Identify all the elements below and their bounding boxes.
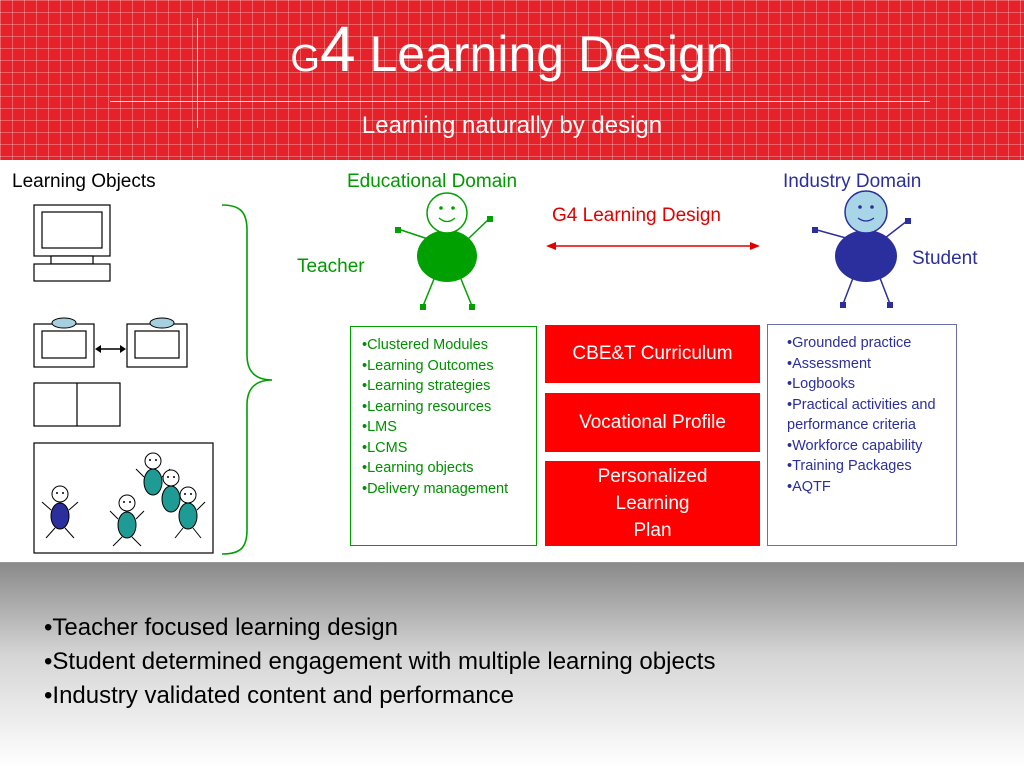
industry-domain-box: •Grounded practice •Assessment •Logbooks •P… [767, 324, 957, 546]
title-banner: G4 Learning Design Learning naturally by… [0, 0, 1024, 160]
cbet-curriculum-box: CBE&T Curriculum [545, 325, 760, 383]
g4-learning-design-label: G4 Learning Design [552, 205, 721, 226]
list-item: •Clustered Modules [362, 337, 488, 353]
summary-bullet: •Teacher focused learning design [44, 614, 398, 641]
list-item: •AQTF [787, 478, 831, 495]
banner-vertical-rule [197, 18, 198, 128]
title-4: 4 [319, 13, 356, 85]
educational-domain-label: Educational Domain [347, 171, 518, 192]
student-label: Student [912, 248, 978, 269]
list-item: •Assessment [787, 355, 872, 372]
educational-domain-list: •Clustered Modules •Learning Outcomes •Lea… [362, 335, 532, 499]
banner-horizontal-rule [110, 101, 930, 102]
learning-objects-label: Learning Objects [12, 171, 156, 192]
list-item: •Delivery management [362, 480, 509, 497]
summary-panel [0, 563, 1024, 768]
list-item: •Learning Outcomes [362, 357, 494, 374]
industry-domain-label: Industry Domain [783, 171, 922, 192]
summary-bullet: •Student determined engagement with mult… [44, 648, 716, 675]
list-item: •Workforce capability [787, 437, 923, 454]
page-subtitle: Learning naturally by design [361, 112, 663, 139]
list-item: •Learning strategies [362, 378, 491, 394]
personalized-learning-plan-box: Personalized Learning Plan [545, 461, 760, 546]
list-item: •LMS [362, 419, 397, 435]
educational-domain-box: •Clustered Modules •Learning Outcomes •Lea… [350, 326, 537, 546]
list-item: •Training Packages [787, 458, 912, 474]
industry-domain-list: •Grounded practice •Assessment •Logbooks •P… [787, 333, 952, 497]
list-item: •Practical activities and performance cr… [787, 396, 936, 434]
list-item: •Grounded practice [787, 335, 912, 351]
list-item: •Learning objects [362, 460, 474, 476]
list-item: •Learning resources [362, 398, 492, 415]
page-title: G4 Learning Design [0, 17, 1024, 90]
list-item: •Logbooks [787, 376, 855, 392]
title-rest: Learning Design [355, 26, 734, 82]
title-g: G [290, 38, 320, 80]
summary-bullet: •Industry validated content and performa… [44, 682, 515, 709]
teacher-label: Teacher [297, 256, 365, 277]
summary-bullet-list: •Teacher focused learning design •Studen… [44, 611, 715, 713]
list-item: •LCMS [362, 439, 408, 456]
vocational-profile-box: Vocational Profile [545, 393, 760, 452]
